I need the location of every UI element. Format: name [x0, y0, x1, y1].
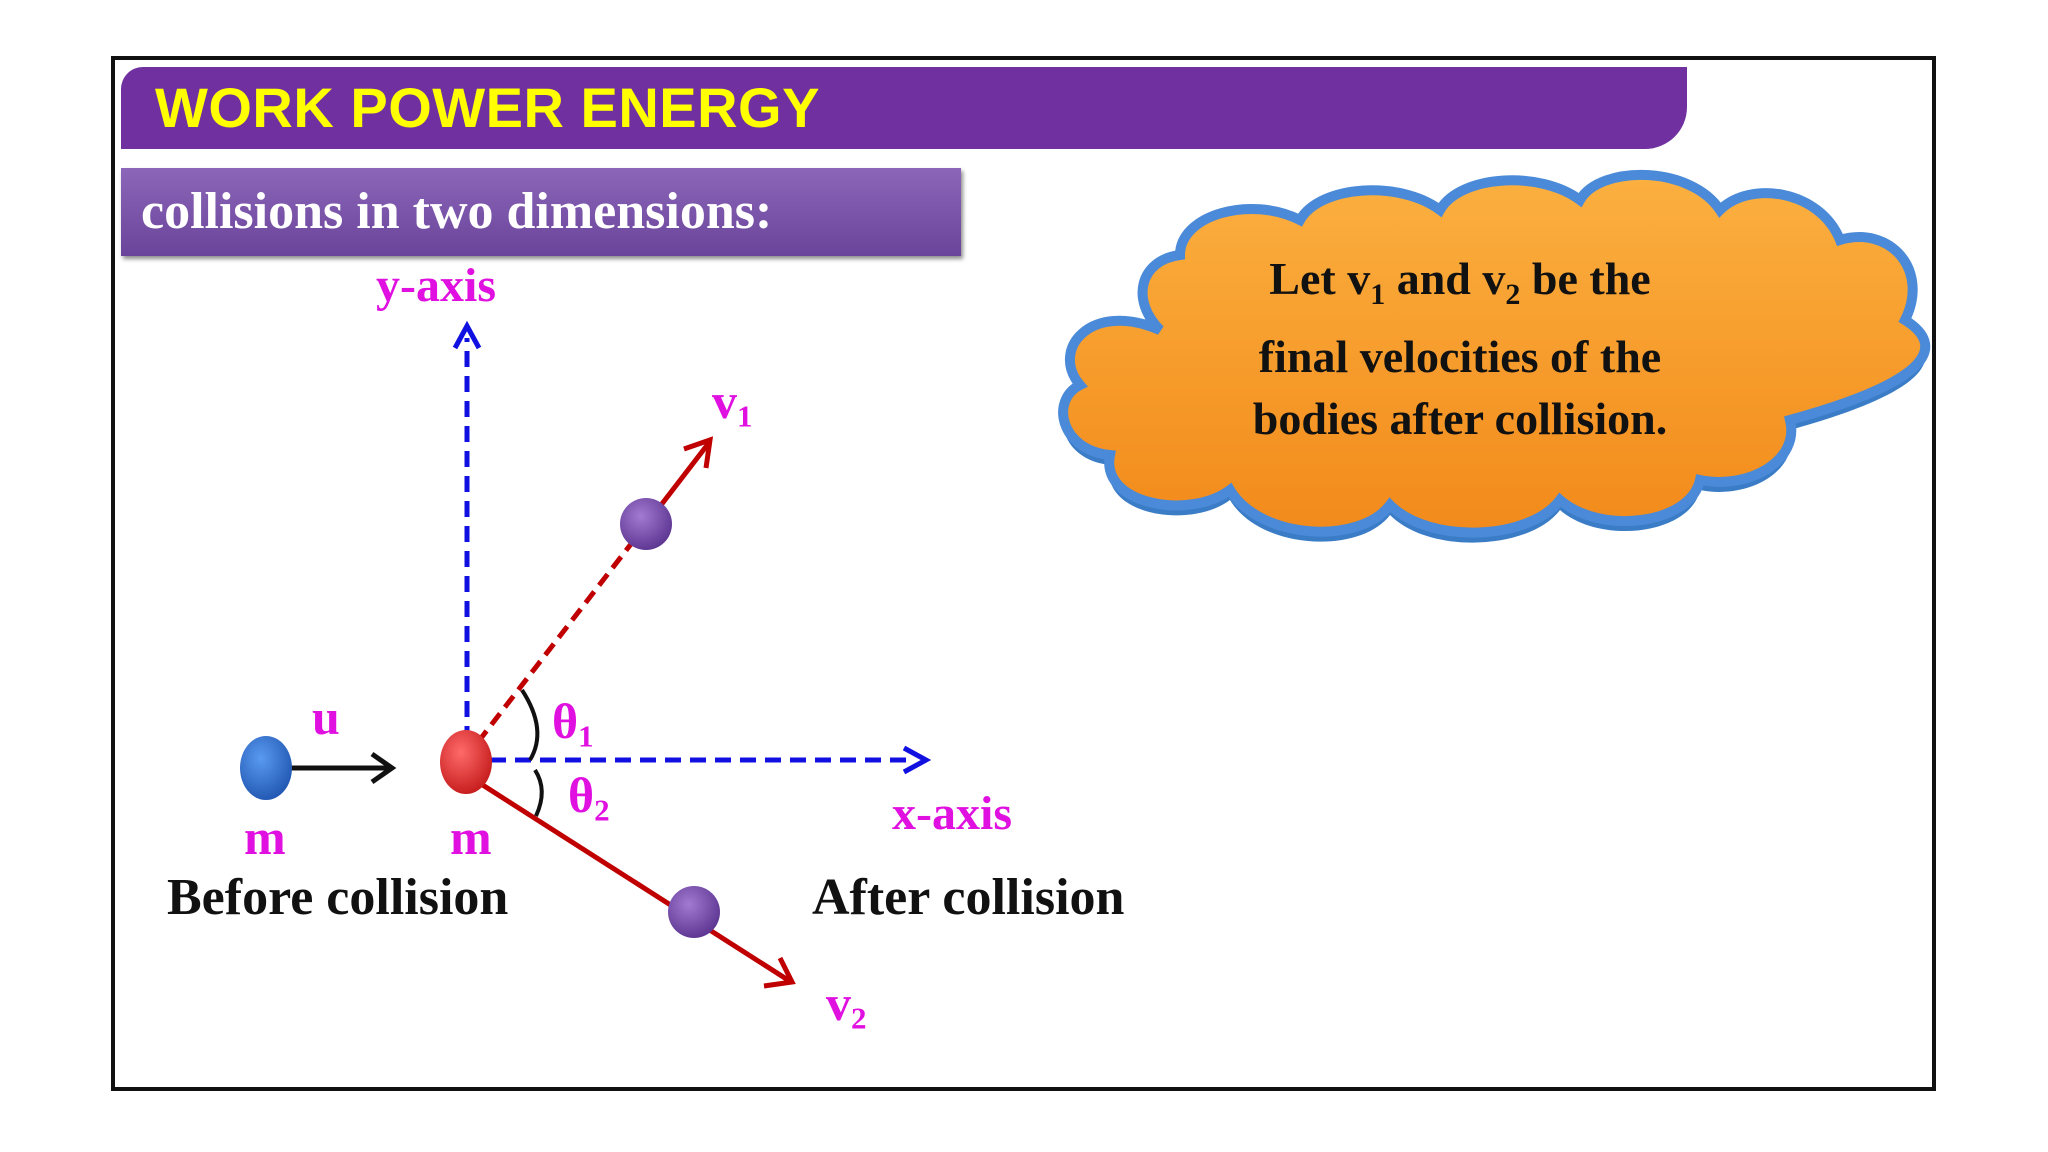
slide-frame — [111, 56, 1936, 1091]
theta2-label-subscript: 2 — [594, 792, 610, 828]
title-bar — [121, 67, 1687, 149]
ball-red-collision — [440, 730, 492, 794]
y-axis-line — [452, 320, 482, 742]
u-label: u — [312, 689, 340, 745]
subtitle-box — [121, 168, 961, 256]
ball-purple-v1 — [620, 498, 672, 550]
before-collision-label: Before collision — [167, 869, 509, 926]
v2-label: v2 — [826, 978, 867, 1034]
theta1-label: θ1 — [552, 696, 594, 752]
ball-blue-before — [240, 736, 292, 800]
ball-purple-v2 — [668, 886, 720, 938]
cloud-line-1-sub-2: 2 — [1505, 278, 1521, 311]
cloud-callout — [1058, 170, 1931, 543]
x-axis-label: x-axis — [892, 787, 1012, 840]
v2-vector — [476, 779, 796, 989]
cloud-line-1-part-c: be the — [1520, 253, 1651, 304]
u-arrow — [288, 751, 397, 785]
v1-label-base: v — [712, 373, 737, 429]
cloud-line-1: Let v1 and v2 be the — [1170, 248, 1750, 326]
theta1-label-subscript: 1 — [578, 718, 594, 754]
theta2-label: θ2 — [568, 770, 610, 826]
subtitle: collisions in two dimensions: — [141, 183, 773, 240]
v2-label-subscript: 2 — [851, 1000, 867, 1036]
cloud-line-1-part-b: and v — [1385, 253, 1506, 304]
x-axis-line — [490, 745, 932, 775]
mass-left-label: m — [244, 809, 286, 865]
v1-vector — [476, 436, 714, 744]
page-title: WORK POWER ENERGY — [155, 76, 820, 139]
v1-label-subscript: 1 — [737, 398, 753, 434]
y-axis-label: y-axis — [376, 259, 496, 312]
mass-right-label: m — [450, 809, 492, 865]
v2-label-base: v — [826, 975, 851, 1031]
after-collision-label: After collision — [812, 869, 1125, 926]
v1-label: v1 — [712, 376, 753, 432]
cloud-line-1-part-a: Let v — [1269, 253, 1371, 304]
cloud-text: Let v1 and v2 be the final velocities of… — [1170, 248, 1750, 450]
cloud-line-3: bodies after collision. — [1252, 393, 1668, 444]
cloud-line-1-sub-1: 1 — [1370, 278, 1386, 311]
theta2-label-base: θ — [568, 767, 595, 823]
theta2-arc — [533, 768, 544, 817]
cloud-line-2: final velocities of the — [1258, 331, 1662, 382]
theta1-arc — [520, 688, 540, 762]
theta1-label-base: θ — [552, 693, 579, 749]
